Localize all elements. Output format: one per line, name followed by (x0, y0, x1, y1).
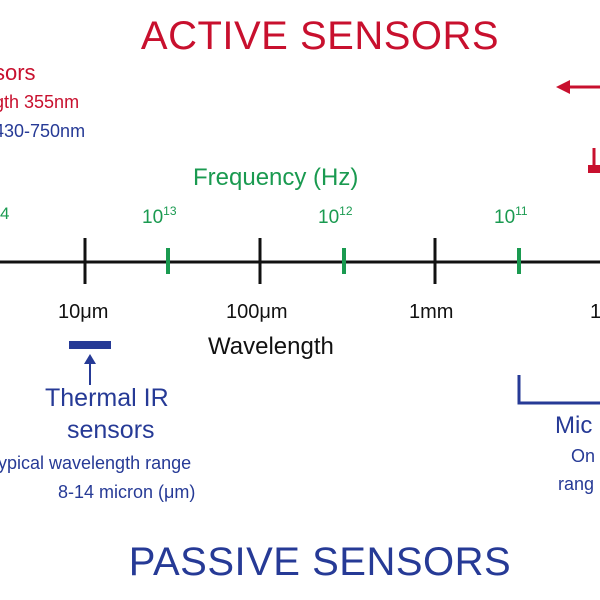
arrow-left-icon (556, 80, 600, 94)
radar-band-marker (588, 148, 600, 173)
active-sensors-title: ACTIVE SENSORS (140, 14, 500, 58)
frequency-label-partial: 4 (0, 204, 10, 223)
frequency-label-1e12: 1012 (318, 204, 353, 228)
frequency-axis-title: Frequency (Hz) (193, 164, 359, 191)
wavelength-label-100um: 100μm (226, 301, 288, 323)
wavelength-label-1mm: 1mm (409, 301, 454, 323)
thermal-ir-sensors-label: sensors (67, 416, 155, 444)
microwave-title: Mic (555, 412, 593, 439)
frequency-label-1e11: 1011 (494, 204, 528, 228)
microwave-range-caption: rang (558, 474, 595, 494)
wavelength-label-partial: 1 (590, 301, 600, 323)
thermal-ir-band-marker (69, 341, 111, 349)
lidar-range: 430-750nm (0, 121, 86, 141)
passive-sensors-title: PASSIVE SENSORS (128, 540, 512, 584)
microwave-caption: On (571, 446, 596, 466)
wavelength-label-10um: 10μm (58, 301, 109, 323)
thermal-ir-range-caption: ypical wavelength range (0, 453, 192, 473)
microwave-band-bracket (517, 375, 600, 405)
frequency-label-1e13: 1013 (142, 204, 177, 228)
lidar-label: sors (0, 60, 36, 85)
arrow-up-icon (84, 354, 96, 385)
thermal-ir-range-value: 8-14 micron (μm) (58, 482, 196, 502)
lidar-wavelength: gth 355nm (0, 92, 80, 112)
wavelength-axis-title: Wavelength (208, 333, 334, 360)
thermal-ir-title: Thermal IR (45, 384, 169, 412)
